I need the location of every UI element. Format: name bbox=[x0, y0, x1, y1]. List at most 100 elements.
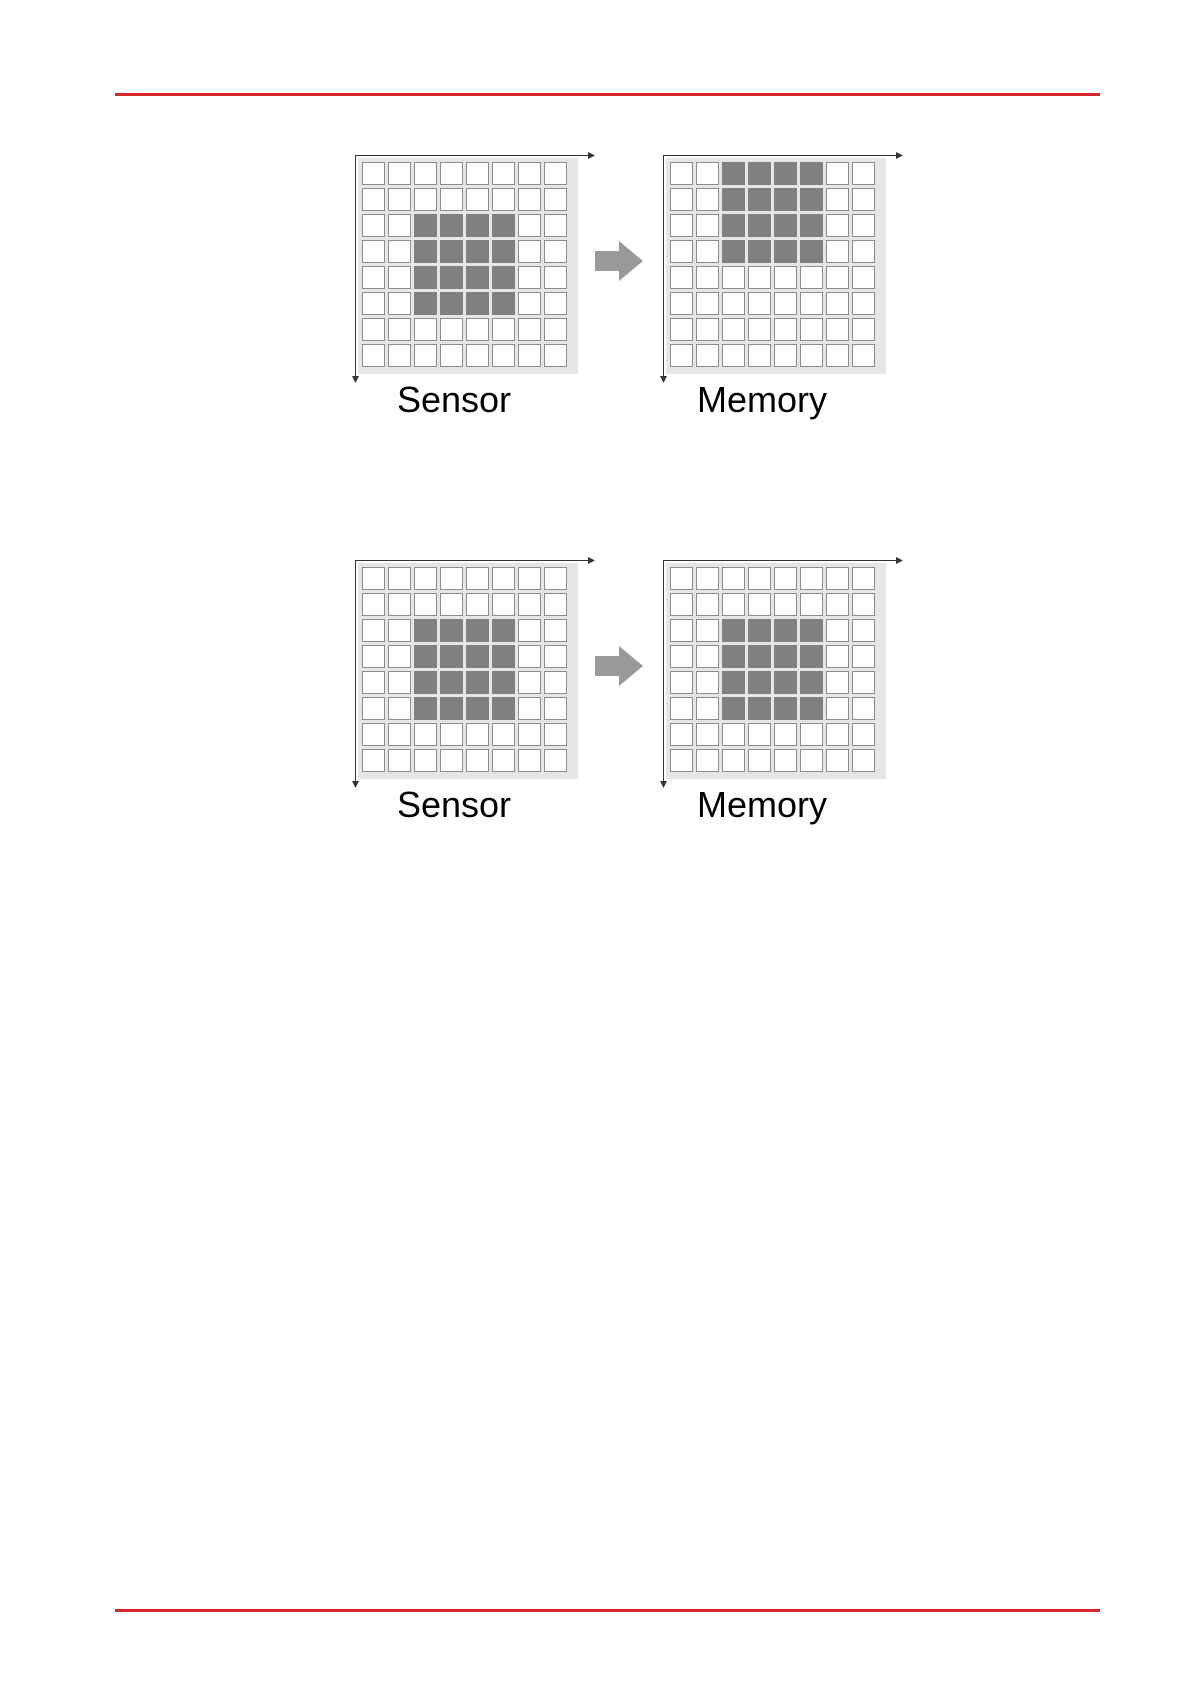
sensor-pixel-filled bbox=[467, 293, 489, 315]
memory-pixel bbox=[827, 620, 849, 642]
sensor-pixel bbox=[519, 620, 541, 642]
sensor-pixel bbox=[519, 750, 541, 772]
memory-pixel bbox=[853, 293, 875, 315]
memory-pixel-filled bbox=[723, 163, 745, 185]
memory-pixel-filled bbox=[749, 620, 771, 642]
memory-pixel bbox=[671, 163, 693, 185]
sensor-pixel bbox=[519, 293, 541, 315]
memory-pixel bbox=[723, 750, 745, 772]
memory-pixel bbox=[827, 293, 849, 315]
sensor-pixel bbox=[415, 189, 437, 211]
sensor-pixel bbox=[415, 319, 437, 341]
sensor-label: Sensor bbox=[354, 787, 554, 823]
memory-pixel bbox=[723, 568, 745, 590]
memory-pixel-filled bbox=[749, 163, 771, 185]
memory-pixel bbox=[671, 724, 693, 746]
memory-pixel bbox=[775, 724, 797, 746]
sensor-pixel-filled bbox=[441, 646, 463, 668]
sensor-pixel bbox=[363, 293, 385, 315]
sensor-pixel-filled bbox=[415, 267, 437, 289]
memory-pixel bbox=[827, 319, 849, 341]
sensor-pixel bbox=[363, 672, 385, 694]
memory-pixel bbox=[671, 646, 693, 668]
memory-pixel bbox=[853, 594, 875, 616]
sensor-pixel-filled bbox=[415, 620, 437, 642]
memory-pixel-filled bbox=[749, 672, 771, 694]
sensor-pixel bbox=[493, 163, 515, 185]
memory-pixel bbox=[697, 698, 719, 720]
memory-pixel-filled bbox=[749, 215, 771, 237]
sensor-pixel bbox=[545, 698, 567, 720]
memory-pixel bbox=[697, 293, 719, 315]
memory-pixel bbox=[671, 594, 693, 616]
sensor-pixel-filled bbox=[441, 698, 463, 720]
sensor-pixel bbox=[467, 594, 489, 616]
memory-pixel bbox=[853, 620, 875, 642]
memory-pixel bbox=[697, 241, 719, 263]
memory-pixel bbox=[671, 568, 693, 590]
memory-pixel bbox=[775, 568, 797, 590]
sensor-pixel bbox=[467, 319, 489, 341]
right-arrow-icon bbox=[595, 646, 643, 686]
sensor-pixel bbox=[389, 241, 411, 263]
sensor-pixel bbox=[415, 594, 437, 616]
sensor-x-axis-arrowhead bbox=[588, 557, 595, 564]
sensor-pixel bbox=[389, 594, 411, 616]
sensor-pixel bbox=[363, 319, 385, 341]
sensor-pixel bbox=[467, 568, 489, 590]
memory-pixel bbox=[775, 750, 797, 772]
sensor-pixel bbox=[545, 620, 567, 642]
memory-pixel bbox=[827, 750, 849, 772]
memory-pixel bbox=[749, 724, 771, 746]
sensor-pixel bbox=[389, 724, 411, 746]
memory-pixel bbox=[775, 319, 797, 341]
sensor-pixel-filled bbox=[493, 620, 515, 642]
memory-pixel bbox=[827, 594, 849, 616]
sensor-pixel-filled bbox=[493, 267, 515, 289]
memory-pixel bbox=[801, 319, 823, 341]
memory-pixel bbox=[697, 672, 719, 694]
memory-pixel bbox=[827, 724, 849, 746]
sensor-pixel bbox=[519, 345, 541, 367]
sensor-pixel bbox=[389, 293, 411, 315]
sensor-pixel-filled bbox=[441, 293, 463, 315]
memory-pixel bbox=[749, 293, 771, 315]
sensor-pixel bbox=[415, 750, 437, 772]
sensor-pixel bbox=[441, 163, 463, 185]
sensor-pixel bbox=[389, 267, 411, 289]
memory-pixel bbox=[827, 345, 849, 367]
sensor-pixel bbox=[389, 345, 411, 367]
sensor-pixel bbox=[493, 345, 515, 367]
memory-pixel bbox=[827, 646, 849, 668]
memory-pixel bbox=[723, 724, 745, 746]
memory-pixel bbox=[697, 750, 719, 772]
memory-pixel-filled bbox=[723, 672, 745, 694]
sensor-pixel bbox=[363, 241, 385, 263]
memory-pixel bbox=[697, 568, 719, 590]
memory-pixel bbox=[853, 163, 875, 185]
sensor-pixel bbox=[519, 189, 541, 211]
memory-pixel bbox=[723, 293, 745, 315]
sensor-pixel bbox=[441, 594, 463, 616]
memory-pixel-filled bbox=[723, 646, 745, 668]
figure-roi-direct: Sensor Memory bbox=[345, 550, 905, 840]
memory-pixel-filled bbox=[801, 241, 823, 263]
memory-pixel bbox=[853, 189, 875, 211]
memory-pixel bbox=[697, 594, 719, 616]
sensor-pixel bbox=[441, 345, 463, 367]
figure-roi-offset: Sensor Memory bbox=[345, 145, 905, 435]
memory-pixel-filled bbox=[723, 189, 745, 211]
memory-pixel-filled bbox=[801, 698, 823, 720]
sensor-pixel bbox=[363, 620, 385, 642]
sensor-pixel-filled bbox=[441, 267, 463, 289]
sensor-pixel bbox=[467, 163, 489, 185]
sensor-pixel bbox=[363, 724, 385, 746]
memory-pixel bbox=[671, 345, 693, 367]
sensor-pixel bbox=[493, 750, 515, 772]
memory-pixel bbox=[853, 568, 875, 590]
memory-pixel bbox=[671, 189, 693, 211]
memory-pixel bbox=[749, 267, 771, 289]
sensor-pixel bbox=[545, 750, 567, 772]
memory-pixel bbox=[697, 163, 719, 185]
sensor-pixel-filled bbox=[415, 293, 437, 315]
